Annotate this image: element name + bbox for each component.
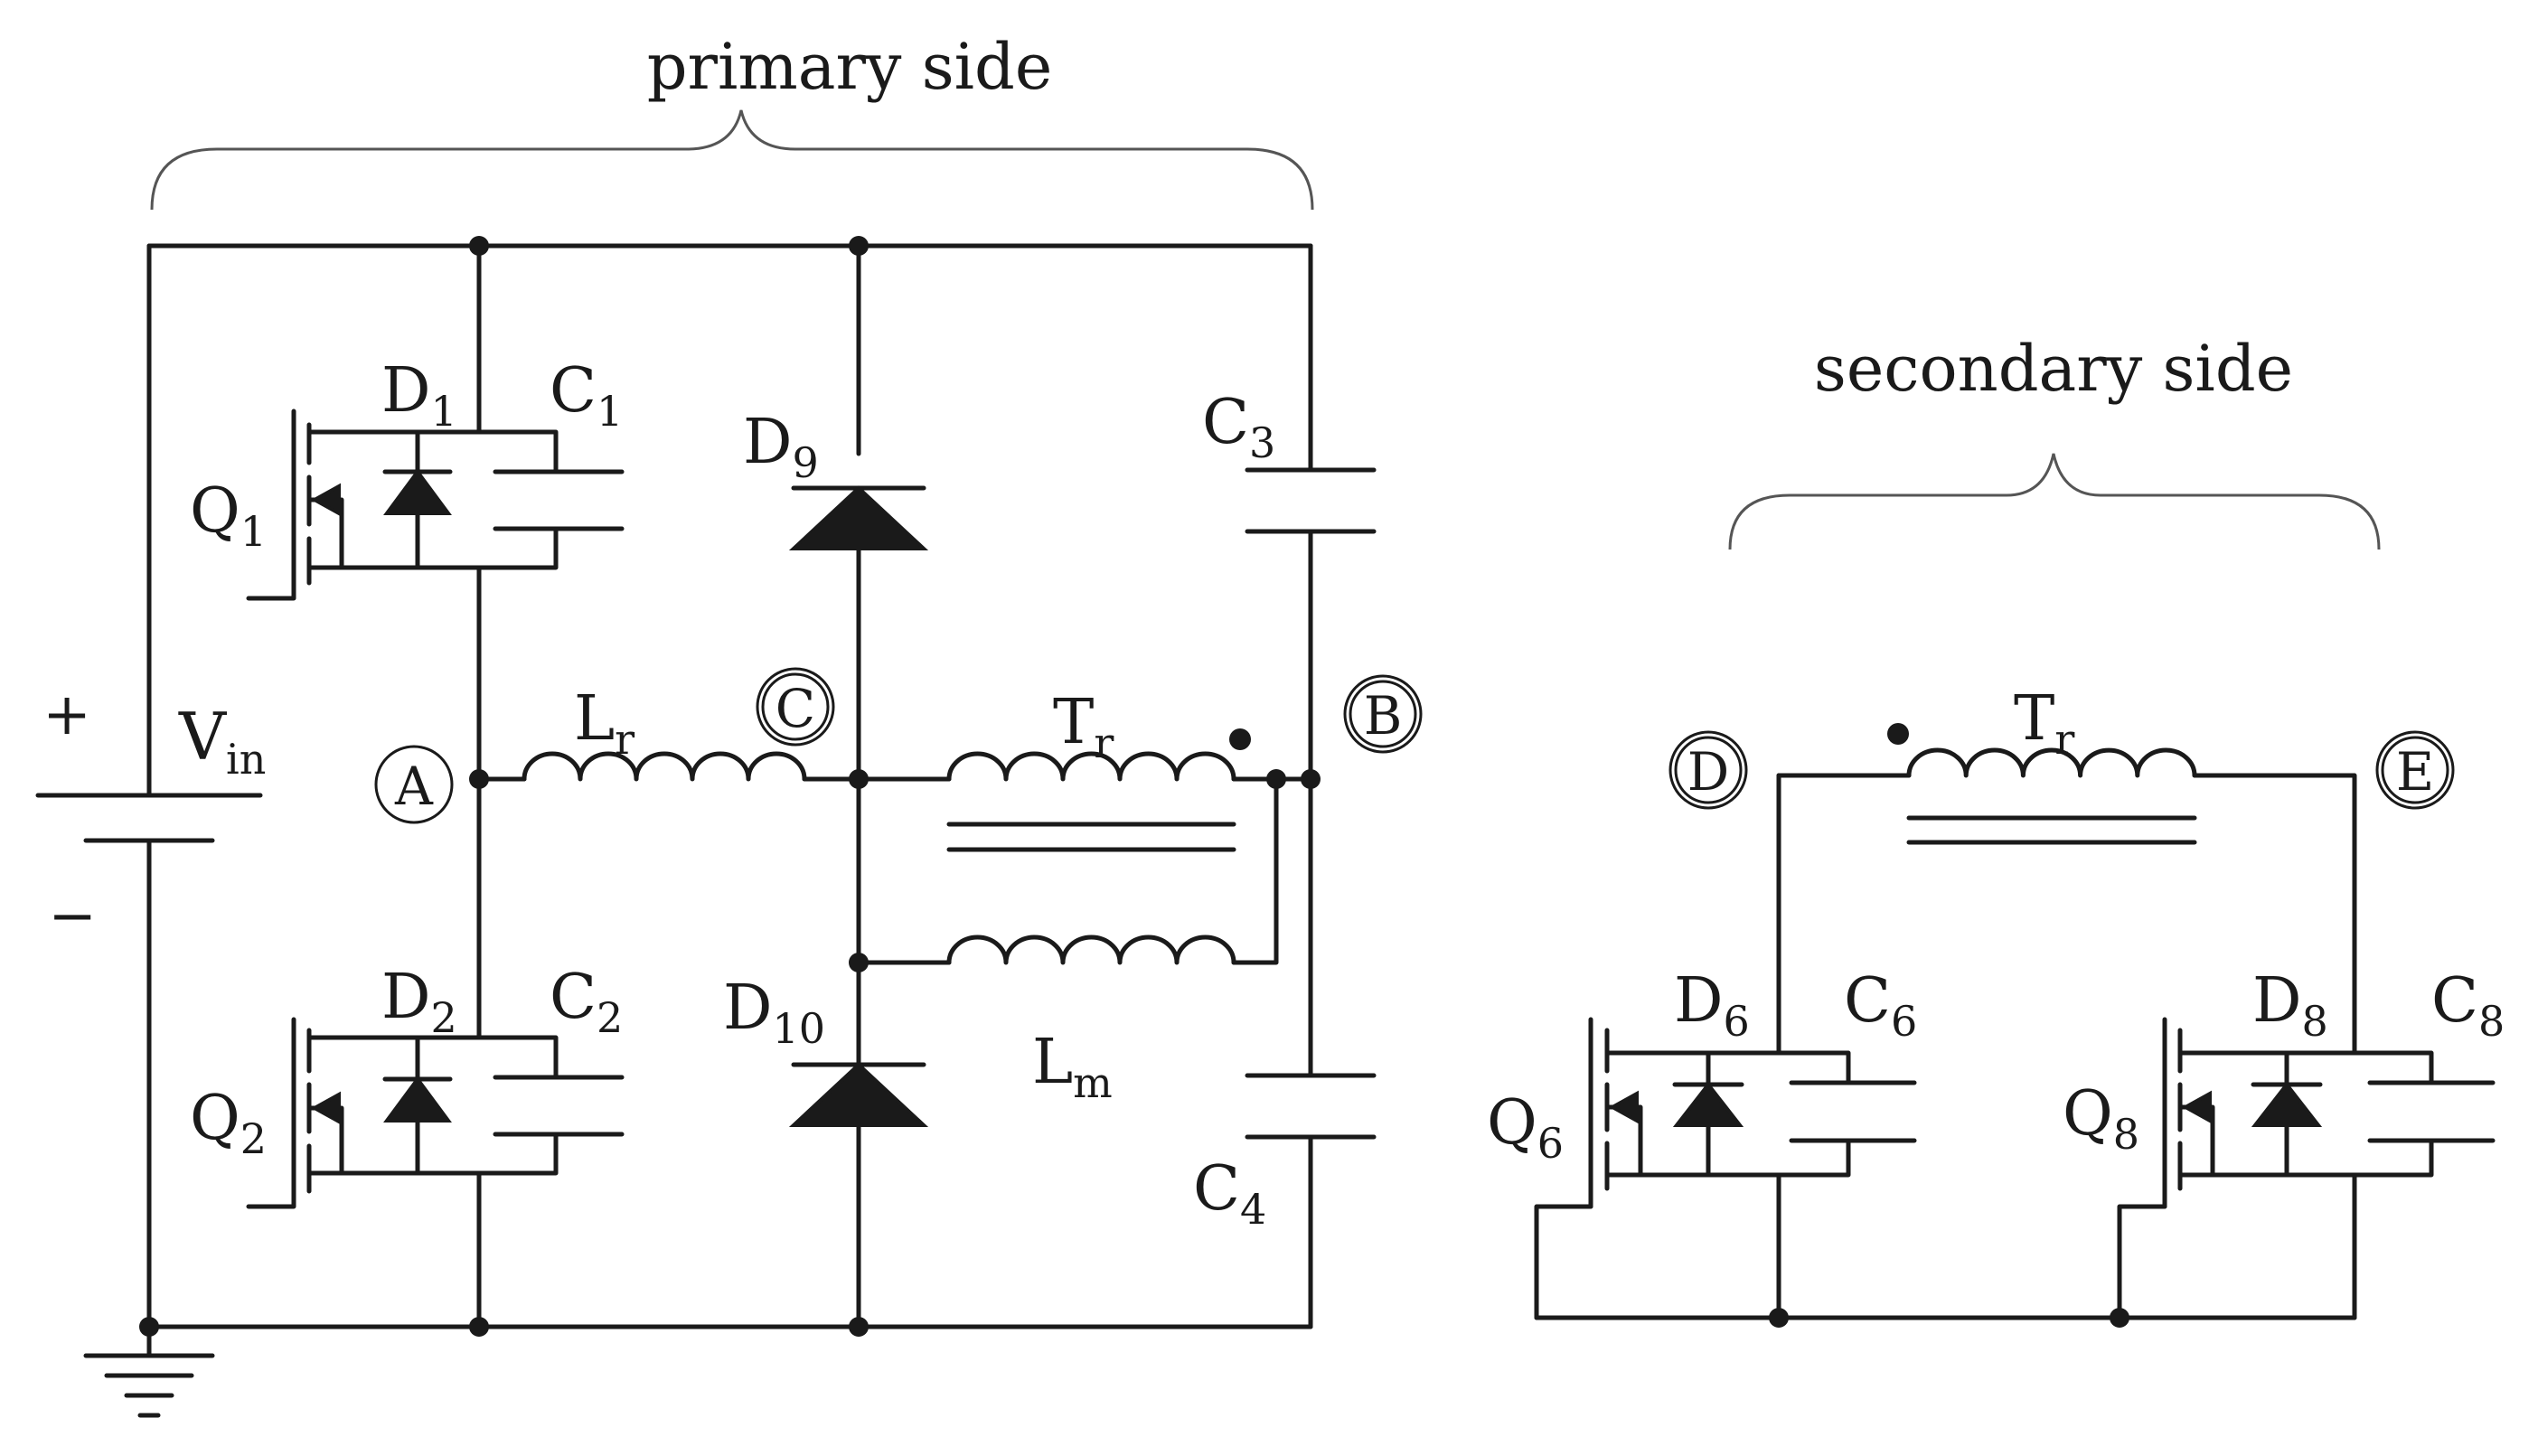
d10-label: D10	[723, 972, 825, 1053]
vin-minus-label: −	[48, 883, 97, 950]
q1-label: Q1	[190, 475, 267, 556]
lm-label: Lm	[1032, 1027, 1113, 1107]
switch-cell-q1: Q1 D1 C1	[190, 355, 625, 601]
node-c: C	[756, 667, 835, 747]
c6-label: C6	[1844, 965, 1917, 1046]
d8-label: D8	[2252, 965, 2328, 1046]
inductor-lm: Lm	[946, 935, 1236, 1107]
tr-primary-polarity-dot	[1229, 728, 1251, 750]
transformer-primary: Tr	[946, 687, 1251, 852]
secondary-wires	[1534, 773, 2357, 1320]
q2-gate	[246, 1017, 296, 1209]
vin-label: Vin	[178, 699, 266, 784]
svg-text:C: C	[776, 678, 815, 739]
primary-junctions	[139, 236, 1321, 1337]
svg-text:D: D	[1687, 741, 1730, 803]
d8-diode	[2251, 1081, 2323, 1127]
c4-label: C4	[1193, 1153, 1266, 1234]
tr-secondary-polarity-dot	[1887, 723, 1909, 745]
primary-wires	[146, 243, 1313, 1329]
d6-diode	[1672, 1081, 1744, 1127]
diode-d10: D10	[723, 972, 929, 1127]
switch-cell-q8: Q8 D8 C8	[2063, 965, 2505, 1209]
node-a: A	[374, 745, 454, 824]
c8-label: C8	[2431, 965, 2505, 1046]
secondary-side-brace	[1728, 453, 2381, 550]
inductor-lr: Lr	[522, 683, 807, 782]
primary-side-brace	[150, 109, 1314, 211]
d1-label: D1	[381, 355, 457, 436]
c2-label: C2	[550, 962, 623, 1042]
q8-label: Q8	[2063, 1078, 2139, 1159]
c1-label: C1	[550, 355, 623, 436]
secondary-junctions	[1769, 1308, 2129, 1328]
node-d: D	[1668, 730, 1748, 810]
d1-diode	[383, 468, 452, 515]
q6-label: Q6	[1487, 1087, 1564, 1168]
transformer-secondary: Tr	[1887, 683, 2197, 845]
lr-label: Lr	[574, 683, 634, 764]
tr-primary-label: Tr	[1053, 687, 1114, 767]
vin-source: + − Vin	[35, 681, 266, 950]
secondary-side-title: secondary side	[1814, 332, 2293, 406]
diode-d9: D9	[743, 407, 929, 550]
tr-secondary-label: Tr	[2014, 683, 2074, 764]
primary-side-title: primary side	[647, 30, 1053, 104]
node-e: E	[2375, 730, 2455, 810]
vin-plus-label: +	[42, 681, 91, 748]
c3-label: C3	[1202, 387, 1275, 467]
switch-cell-q2: Q2 D2 C2	[190, 962, 625, 1209]
svg-text:E: E	[2396, 741, 2434, 803]
d2-label: D2	[381, 962, 457, 1042]
q2-label: Q2	[190, 1083, 267, 1163]
switch-cell-q6: Q6 D6 C6	[1487, 965, 1917, 1209]
svg-text:B: B	[1364, 685, 1403, 747]
d6-label: D6	[1674, 965, 1750, 1046]
svg-text:A: A	[394, 756, 434, 817]
d2-diode	[383, 1076, 452, 1123]
capacitor-c3: C3	[1202, 387, 1377, 534]
d9-label: D9	[743, 407, 819, 487]
ground-icon	[83, 1324, 215, 1418]
node-b: B	[1343, 674, 1423, 754]
capacitor-c4: C4	[1193, 1073, 1377, 1234]
q1-gate	[246, 409, 296, 601]
